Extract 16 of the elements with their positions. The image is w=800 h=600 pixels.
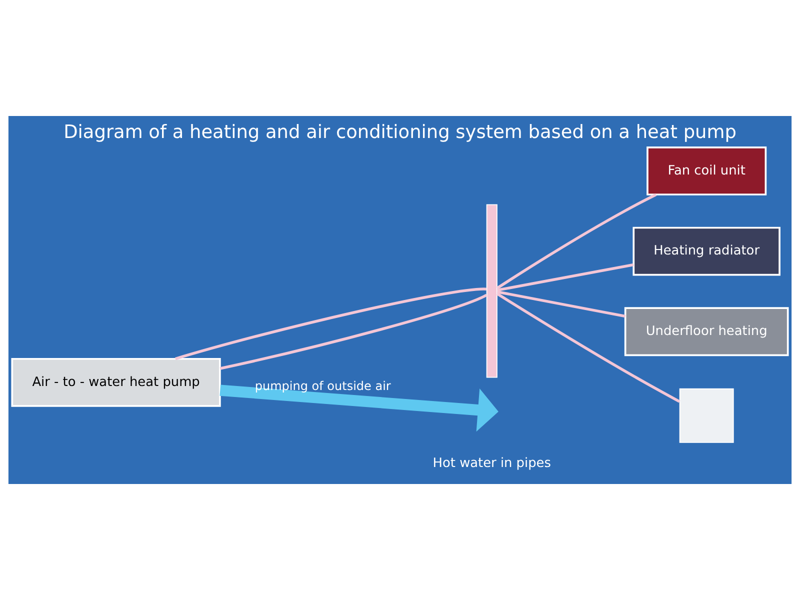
node-box: Air - to - water heat pump — [11, 358, 221, 407]
edge-label: pumping of outside air — [254, 379, 391, 394]
connector — [496, 193, 657, 290]
arrow — [220, 384, 498, 432]
connector — [496, 292, 680, 403]
node-bar — [486, 204, 498, 378]
node-box: Underfloor heating — [624, 307, 789, 356]
node-box: Fan coil unit — [646, 146, 767, 196]
connector — [220, 294, 488, 370]
node-box — [679, 388, 734, 443]
connector — [497, 263, 634, 292]
connector — [497, 290, 626, 318]
connector — [175, 288, 487, 360]
diagram-title: Diagram of a heating and air conditioning system based on a heat pump — [64, 122, 736, 144]
node-box: Heating radiator — [632, 226, 780, 276]
label: Hot water in pipes — [432, 456, 551, 472]
